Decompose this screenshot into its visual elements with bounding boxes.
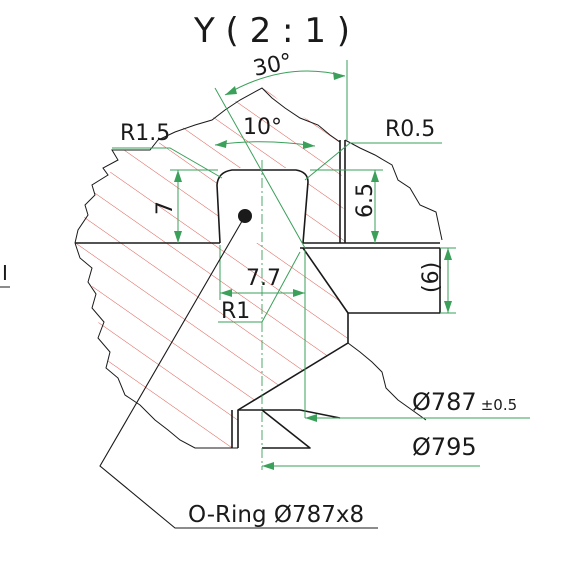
view-title: Y ( 2 : 1 ) (193, 11, 350, 51)
angle-30-label: 30° (251, 49, 294, 82)
upper-flange-section (75, 88, 345, 243)
dimension-lines (112, 70, 530, 470)
step-6-label: (6) (419, 262, 444, 293)
lower-part-section (75, 243, 348, 448)
angle-10-label: 10° (243, 115, 282, 140)
height-6-5-label: 6.5 (353, 183, 378, 218)
depth-7-label: 7 (153, 201, 178, 215)
edge-mark: I (2, 261, 8, 285)
radius-r1-5-label: R1.5 (120, 121, 170, 146)
o-ring-callout-leader (99, 215, 378, 529)
break-line-upper-right (344, 139, 443, 241)
part-outlines (75, 140, 441, 449)
radius-r1-label: R1 (221, 299, 250, 324)
radius-r0-5-label: R0.5 (385, 117, 435, 142)
break-line-lower-right (347, 342, 427, 421)
break-line-lower (74, 242, 238, 449)
diameter-795-label: Ø795 (412, 433, 477, 461)
o-ring-callout-label: O-Ring Ø787x8 (188, 502, 364, 528)
diameter-787-label: Ø787±0.5 (412, 388, 517, 416)
break-line-upper (74, 87, 341, 244)
diameter-787-tolerance: ±0.5 (481, 396, 517, 414)
width-7-7-label: 7.7 (246, 266, 281, 291)
